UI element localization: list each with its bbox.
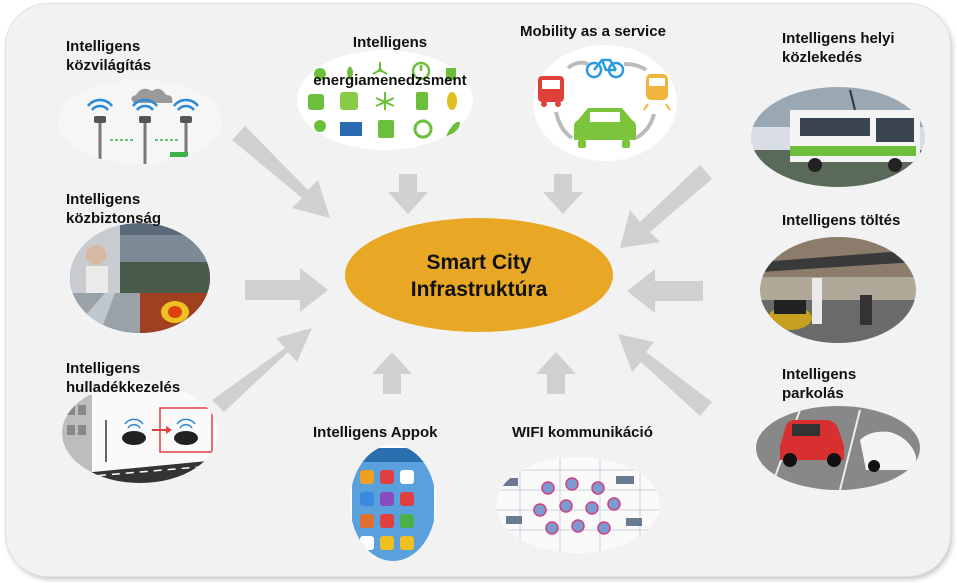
charging-image	[760, 237, 916, 343]
arrow-from-security	[245, 268, 328, 312]
lighting-image	[57, 80, 223, 164]
label-charging: Intelligens töltés	[782, 212, 901, 229]
label-apps: Intelligens Appok	[313, 424, 438, 441]
arrow-from-charging	[627, 269, 703, 313]
energy-image	[297, 50, 473, 150]
arrow-from-lighting	[232, 126, 330, 218]
arrow-from-parking	[618, 334, 712, 416]
parking-image	[756, 406, 920, 490]
bicycle-icon	[585, 58, 625, 79]
security-image	[70, 223, 210, 333]
train-icon	[643, 74, 671, 111]
wifi-image	[496, 457, 660, 553]
label-mobility: Mobility as a service	[520, 23, 666, 40]
label-waste-management: Intelligens hulladékkezelés	[66, 360, 181, 396]
label-energy-line2: energiamenedzsment	[313, 72, 467, 89]
arrow-from-energy	[388, 174, 428, 214]
center-title-line2: Infrastruktúra	[410, 278, 548, 301]
car-icon	[574, 108, 636, 148]
label-parking: Intelligens parkolás	[782, 366, 857, 402]
energy-icons-grid	[308, 61, 460, 139]
waste-image	[62, 383, 218, 483]
label-energy-line1: Intelligens	[352, 34, 428, 51]
arrow-from-waste	[212, 328, 312, 412]
label-local-transport: Intelligens helyi közlekedés	[782, 30, 895, 66]
bus-icon	[538, 76, 564, 107]
arrow-from-apps	[372, 352, 412, 394]
label-energy-management: Intelligens energiamenedzsment	[290, 14, 490, 109]
transport-image	[751, 87, 925, 187]
mobility-image	[533, 45, 677, 161]
cycle-arrows	[554, 60, 656, 140]
label-public-safety: Intelligens közbiztonság	[66, 191, 162, 227]
arrows-group	[212, 126, 712, 416]
center-title-line1: Smart City	[426, 251, 532, 274]
wifi-mesh-nodes	[533, 477, 621, 535]
label-street-lighting: Intelligens közvilágítás	[66, 38, 152, 74]
apps-image	[350, 445, 436, 561]
center-title: Smart City Infrastruktúra	[345, 249, 613, 303]
arrow-from-wifi	[536, 352, 576, 394]
center-ellipse	[345, 218, 613, 332]
label-wifi: WIFI kommunikáció	[512, 424, 653, 441]
arrow-from-mobility	[543, 174, 583, 214]
arrow-from-transport	[620, 165, 712, 248]
